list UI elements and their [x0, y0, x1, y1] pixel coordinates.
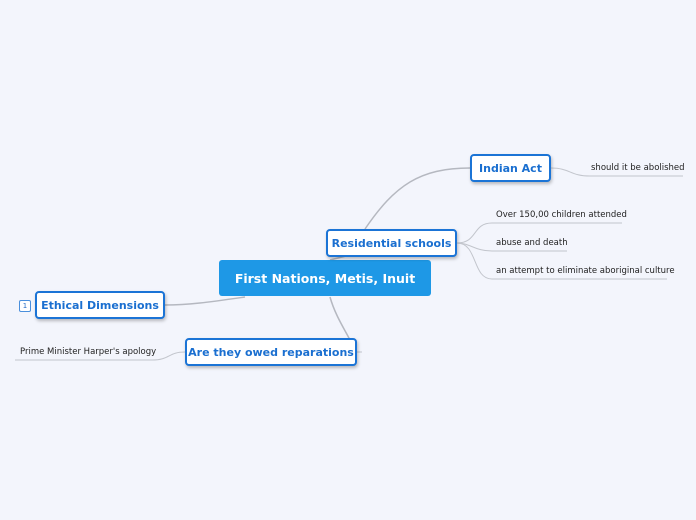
topic-label: Indian Act	[479, 161, 542, 175]
topic-label: Are they owed reparations	[188, 345, 354, 359]
subtopic-eliminate-culture[interactable]: an attempt to eliminate aboriginal cultu…	[496, 266, 675, 276]
subtopic-harper-apology[interactable]: Prime Minister Harper's apology	[20, 347, 157, 357]
subtopic-children-attended[interactable]: Over 150,00 children attended	[496, 210, 627, 220]
subtopic-abuse-and-death[interactable]: abuse and death	[496, 238, 568, 248]
topic-residential-schools[interactable]: Residential schools	[326, 229, 457, 257]
central-topic-label: First Nations, Metis, Inuit	[234, 270, 416, 286]
topic-reparations[interactable]: Are they owed reparations	[185, 338, 357, 366]
topic-label: Residential schools	[331, 236, 452, 250]
topic-label: Ethical Dimensions	[41, 298, 159, 312]
central-topic-first-nations[interactable]: First Nations, Metis, Inuit	[219, 260, 431, 296]
subtopic-should-it-be-abolished[interactable]: should it be abolished	[591, 163, 685, 173]
collapsed-count-badge[interactable]: 1	[19, 300, 31, 312]
topic-indian-act[interactable]: Indian Act	[470, 154, 551, 182]
topic-ethical-dimensions[interactable]: Ethical Dimensions	[35, 291, 165, 319]
